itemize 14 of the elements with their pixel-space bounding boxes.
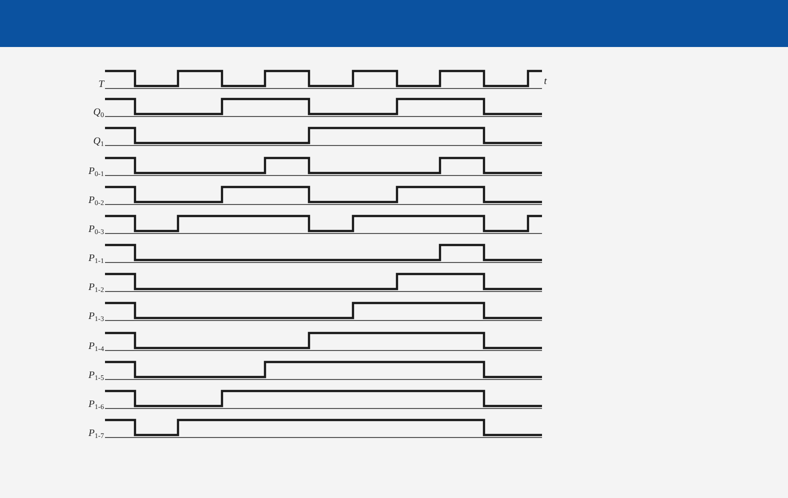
signal-label: P$_{0-2}$ (88, 195, 104, 209)
axis-label: t (544, 76, 547, 88)
signal-label: P$_{1-4}$ (88, 341, 104, 355)
signal-label: P$_{1-7}$ (88, 428, 104, 442)
signal-label: P$_{1-3}$ (88, 311, 104, 325)
signal-label: P$_{0-1}$ (88, 166, 104, 180)
signal-label: Q$_{0}$ (93, 107, 104, 121)
signal-label: P$_{1-1}$ (88, 253, 104, 267)
signal-label: P$_{1-6}$ (88, 399, 104, 413)
signal-label: P$_{1-2}$ (88, 282, 104, 296)
signal-label: Q$_{1}$ (93, 136, 104, 150)
signal-label: T (98, 79, 104, 91)
signal-label: P$_{0-3}$ (88, 224, 104, 238)
signal-label: P$_{1-5}$ (88, 370, 104, 384)
